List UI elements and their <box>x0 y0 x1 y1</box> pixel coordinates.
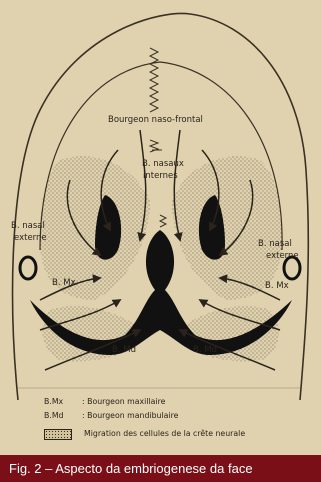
eye-left <box>20 257 36 279</box>
caption-bar: Fig. 2 – Aspecto da embriogenese da face <box>0 455 321 482</box>
label-naso-frontal: Bourgeon naso-frontal <box>108 116 203 125</box>
label-nasal-externe-left-2: externe <box>14 234 47 243</box>
legend-migration-text: Migration des cellules de la crête neura… <box>84 429 245 438</box>
label-nasal-externe-left-1: B. nasal <box>11 222 45 231</box>
midline-zigzag-centre <box>160 215 166 227</box>
legend-row-mx: B.Mx: Bourgeon maxillaire <box>44 397 165 406</box>
label-md-left: B. Md <box>112 346 136 355</box>
label-md-right: B. Md <box>193 346 217 355</box>
label-mx-right: B. Mx <box>265 282 289 291</box>
midline-zigzag-lower <box>150 140 162 152</box>
label-nasal-externe-right-2: externe <box>266 252 299 261</box>
figure-caption: Fig. 2 – Aspecto da embriogenese da face <box>0 461 253 476</box>
legend-stipple-swatch <box>44 429 72 440</box>
midline-zigzag <box>150 48 158 112</box>
label-nasaux-internes-1: B. nasaux <box>142 160 184 169</box>
legend-mx-abbr: B.Mx <box>44 397 82 406</box>
legend-row-md: B.Md: Bourgeon mandibulaire <box>44 411 178 420</box>
legend-md-abbr: B.Md <box>44 411 82 420</box>
label-mx-left: B. Mx <box>52 279 76 288</box>
legend-md-text: : Bourgeon mandibulaire <box>82 411 178 420</box>
label-nasal-externe-right-1: B. nasal <box>258 240 292 249</box>
label-nasaux-internes-2: internes <box>143 172 178 181</box>
legend-mx-text: : Bourgeon maxillaire <box>82 397 165 406</box>
